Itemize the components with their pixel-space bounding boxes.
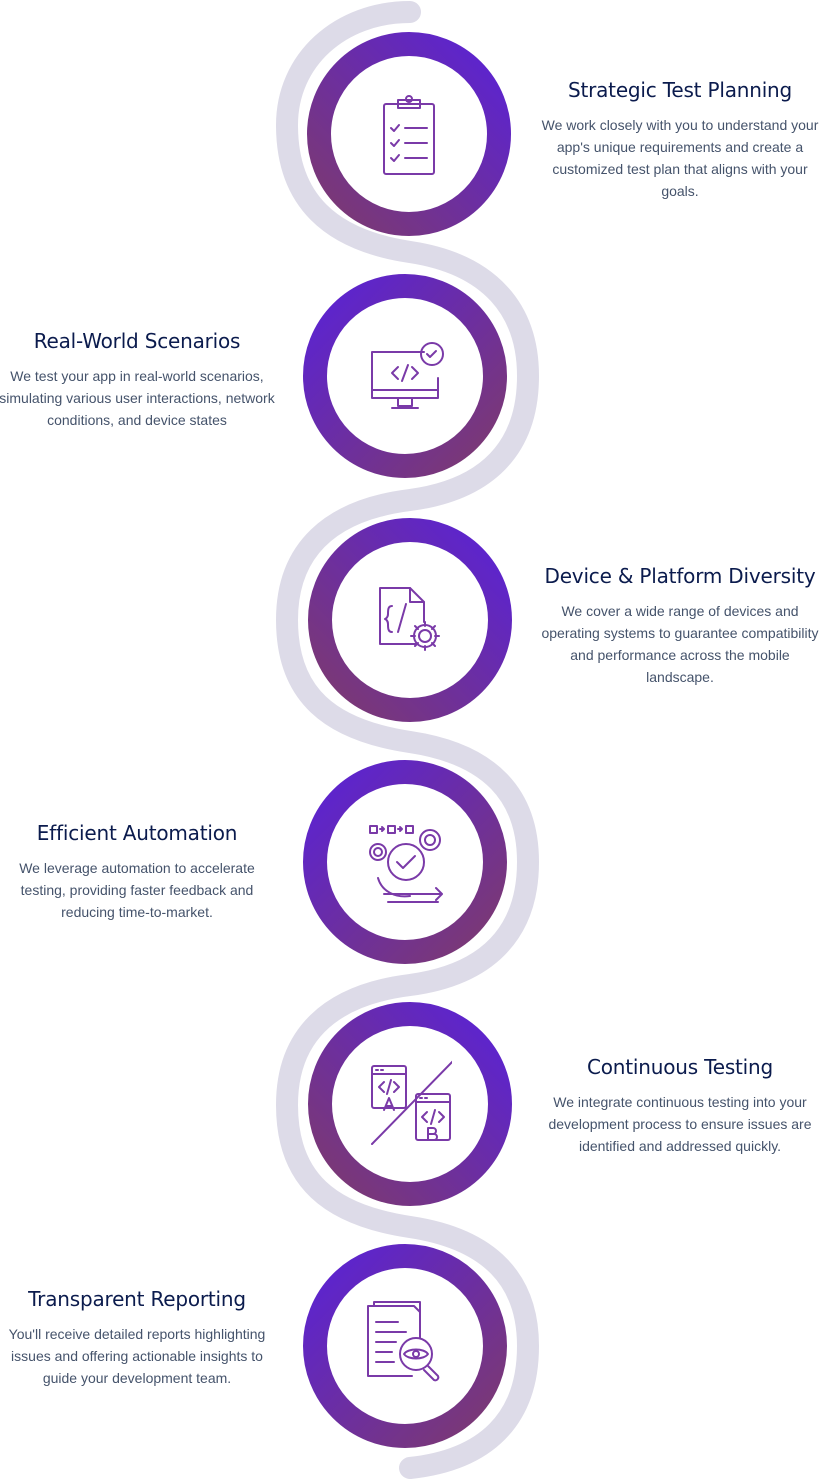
ab-testing-icon [362, 1060, 452, 1150]
automation-gears-icon [364, 818, 454, 908]
serpentine-track [275, 1, 540, 1479]
step-description: We integrate continuous testing into you… [548, 1094, 812, 1154]
step-description: You'll receive detailed reports highligh… [8, 1326, 266, 1386]
step-description: We leverage automation to accelerate tes… [19, 860, 255, 920]
step-device-platform-diversity: Device & Platform Diversity We cover a w… [540, 564, 819, 688]
step-title: Transparent Reporting [28, 1287, 246, 1311]
step-continuous-testing: Continuous Testing We integrate continuo… [540, 1055, 819, 1157]
monitor-code-check-icon [362, 330, 452, 420]
step-title: Efficient Automation [36, 821, 238, 845]
step-description: We test your app in real-world scenarios… [0, 368, 275, 428]
step-ring-4 [303, 760, 507, 964]
step-real-world-scenarios: Real-World Scenarios We test your app in… [0, 329, 277, 431]
code-file-gear-icon [370, 578, 460, 668]
step-title: Device & Platform Diversity [544, 564, 816, 588]
step-title: Continuous Testing [586, 1055, 774, 1079]
clipboard-checklist-icon [364, 90, 454, 180]
step-transparent-reporting: Transparent Reporting You'll receive det… [0, 1287, 277, 1389]
step-efficient-automation: Efficient Automation We leverage automat… [0, 821, 277, 923]
report-magnifier-icon [362, 1300, 452, 1390]
step-ring-3 [308, 518, 512, 722]
step-ring-6 [303, 1244, 507, 1448]
step-description: We work closely with you to understand y… [541, 117, 819, 199]
step-ring-1 [307, 32, 511, 236]
step-title: Real-World Scenarios [33, 329, 241, 353]
step-description: We cover a wide range of devices and ope… [541, 603, 819, 685]
step-ring-2 [303, 274, 507, 478]
step-title: Strategic Test Planning [567, 78, 793, 102]
step-strategic-test-planning: Strategic Test Planning We work closely … [540, 78, 819, 202]
